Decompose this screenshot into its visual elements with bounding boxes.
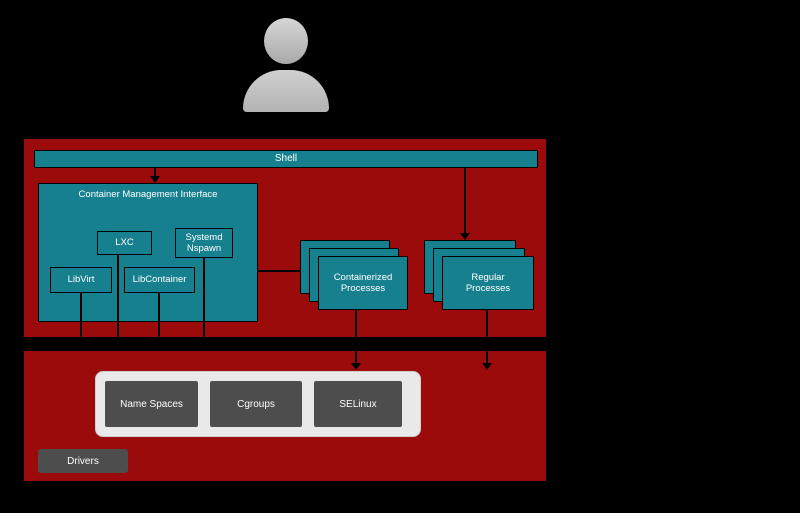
lxc-node: LXC — [97, 231, 152, 255]
arrow-regular-kernel-line — [486, 351, 488, 364]
line-lxc-down — [117, 255, 119, 338]
libcontainer-node: LibContainer — [124, 267, 195, 293]
regular-processes-label: Regular Processes — [465, 271, 511, 294]
arrow-shell-to-cmi-line — [154, 168, 156, 177]
systemd-nspawn-node: Systemd Nspawn — [175, 228, 233, 258]
line-libvirt-down — [80, 293, 82, 338]
systemd-nspawn-label: Systemd Nspawn — [185, 231, 223, 254]
shell-label: Shell — [274, 153, 298, 164]
user-icon — [242, 8, 330, 112]
namespaces-node: Name Spaces — [105, 381, 198, 427]
drivers-label: Drivers — [67, 455, 99, 467]
containerized-processes-node: Containerized Processes — [318, 256, 408, 310]
drivers-node: Drivers — [38, 449, 128, 473]
user-head-icon — [264, 18, 308, 64]
arrow-containerized-kernel-head — [351, 363, 361, 370]
arrow-regular-kernel-head — [482, 363, 492, 370]
cgroups-label: Cgroups — [237, 398, 275, 410]
namespaces-label: Name Spaces — [120, 398, 183, 410]
line-libcontainer-down — [158, 293, 160, 338]
cmi-title: Container Management Interface — [78, 189, 218, 200]
line-regular-down — [486, 310, 488, 338]
selinux-label: SELinux — [339, 398, 377, 410]
selinux-node: SELinux — [314, 381, 402, 427]
arrow-shell-to-cmi-head — [150, 176, 160, 183]
line-containerized-down — [355, 310, 357, 338]
libvirt-node: LibVirt — [50, 267, 112, 293]
lxc-label: LXC — [115, 237, 134, 249]
regular-processes-node: Regular Processes — [442, 256, 534, 310]
libvirt-label: LibVirt — [67, 274, 95, 286]
line-nspawn-down — [203, 258, 205, 338]
arrow-shell-to-regular-head — [460, 233, 470, 240]
arrow-shell-to-regular-line — [464, 168, 466, 233]
cgroups-node: Cgroups — [210, 381, 302, 427]
arrow-containerized-kernel-line — [355, 351, 357, 364]
user-shoulders-icon — [243, 70, 329, 112]
containerized-processes-label: Containerized Processes — [333, 271, 393, 294]
arrow-cmi-to-containerized-line — [258, 270, 312, 272]
libcontainer-label: LibContainer — [132, 274, 187, 286]
shell-node: Shell — [34, 150, 538, 168]
